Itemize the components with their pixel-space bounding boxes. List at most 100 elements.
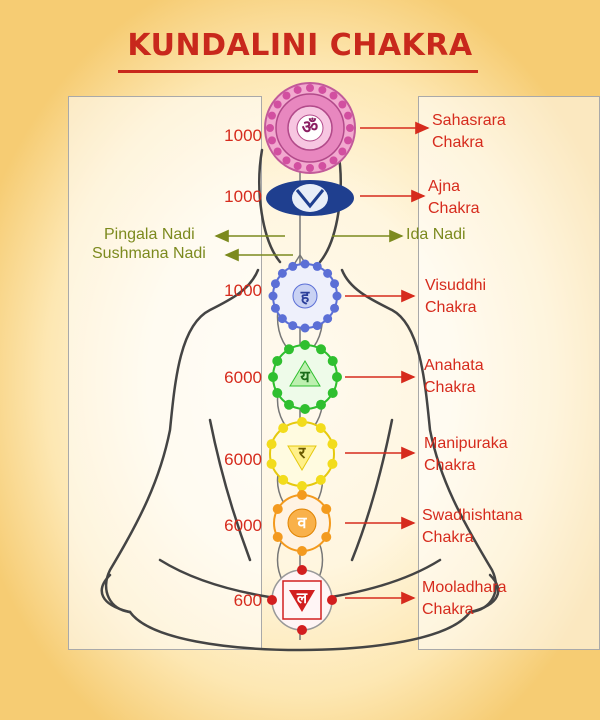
chakra-petal	[268, 291, 278, 301]
chakra-petal	[306, 84, 314, 92]
chakra-petal	[272, 504, 283, 514]
label-ida-nadi: Ida Nadi	[406, 226, 466, 243]
petal-count-mooladhara: 600	[233, 591, 262, 610]
chakra-petal	[300, 259, 310, 269]
chakra-petal	[312, 261, 322, 271]
chakra-petal	[266, 458, 277, 469]
chakra-petal	[284, 344, 294, 355]
chakra-petal	[273, 147, 282, 156]
chakra-petal	[321, 532, 332, 542]
petal-count-visuddhi: 1000	[224, 281, 262, 300]
chakra-petal	[306, 164, 314, 172]
right-panel	[418, 96, 600, 650]
chakra-petal	[329, 91, 338, 100]
chakra-petal	[316, 399, 326, 410]
petal-count-swadhishtana: 6000	[224, 516, 262, 535]
label-sushmana-nadi: Sushmana Nadi	[92, 245, 206, 262]
chakra-petal	[338, 147, 347, 156]
page-title: KUNDALINI CHAKRA	[127, 28, 473, 63]
chakra-petal	[293, 162, 302, 171]
nadi-arrows	[214, 229, 404, 262]
left-panel	[68, 96, 262, 650]
chakra-petal	[270, 279, 280, 289]
chakra-petal	[323, 314, 333, 324]
chakra-petal	[277, 268, 287, 278]
chakra-petal	[297, 565, 307, 575]
chakra-petal	[288, 321, 298, 331]
chakra-petal	[267, 111, 276, 120]
chakra-petal	[316, 344, 326, 355]
title-underline	[118, 70, 478, 73]
chakra-petal	[272, 532, 283, 542]
seed-visuddhi: ह	[300, 287, 310, 306]
petal-count-ajna: 1000	[224, 187, 262, 206]
chakra-petal	[270, 303, 280, 313]
chakra-petal	[284, 399, 294, 410]
chakra-petal	[338, 100, 347, 109]
label-pingala-nadi: Pingala Nadi	[104, 226, 195, 243]
chakra-petal	[297, 481, 307, 491]
chakra-petal	[330, 279, 340, 289]
chakra-petals	[266, 84, 354, 635]
chakra-petal	[344, 136, 353, 145]
chakra-petal	[327, 388, 338, 398]
chakra-petal	[273, 100, 282, 109]
sahasrara-chakra	[264, 82, 356, 174]
seed-mooladhara: ल	[296, 589, 308, 607]
chakra-petal	[315, 474, 326, 485]
chakra-arrows	[345, 121, 430, 605]
chakra-petal	[293, 85, 302, 94]
chakra-petal	[266, 124, 274, 132]
chakra-petal	[321, 504, 332, 514]
chakra-petal	[267, 595, 277, 605]
chakra-petal	[315, 423, 326, 434]
chakra-petal	[330, 303, 340, 313]
chakra-petal	[282, 91, 291, 100]
chakra-petal	[267, 136, 276, 145]
chakra-petal	[282, 156, 291, 165]
chakra-petal	[278, 423, 289, 434]
chakra-petal	[272, 356, 283, 366]
chakra-petal	[327, 458, 338, 469]
chakra-petal	[297, 490, 307, 500]
petal-count-anahata: 6000	[224, 368, 262, 387]
chakra-petal	[332, 372, 342, 382]
chakra-petal	[329, 156, 338, 165]
chakra-petal	[346, 124, 354, 132]
seed-sahasrara: ॐ	[301, 117, 319, 138]
chakra-petal	[327, 439, 338, 450]
chakra-petal	[327, 356, 338, 366]
chakra-petal	[318, 162, 327, 171]
chakra-petal	[268, 372, 278, 382]
chakra-petal	[277, 314, 287, 324]
chakra-petal	[312, 321, 322, 331]
chakra-petal	[332, 291, 342, 301]
chakra-petal	[300, 340, 310, 350]
petal-count-sahasrara: 1000	[224, 126, 262, 145]
chakra-petal	[300, 404, 310, 414]
chakra-petal	[288, 261, 298, 271]
chakra-petal	[344, 111, 353, 120]
ajna-chakra	[266, 180, 354, 216]
chakra-petal	[297, 417, 307, 427]
chakra-petal	[318, 85, 327, 94]
chakra-petal	[327, 595, 337, 605]
chakra-petal	[323, 268, 333, 278]
petal-count-manipuraka: 6000	[224, 450, 262, 469]
chakra-petal	[272, 388, 283, 398]
seed-anahata: य	[300, 367, 310, 386]
chakra-petal	[297, 625, 307, 635]
chakra-petal	[278, 474, 289, 485]
seed-manipuraka: र	[298, 443, 306, 462]
chakra-petal	[300, 323, 310, 333]
chakra-petal	[266, 439, 277, 450]
chakra-petal	[297, 546, 307, 556]
